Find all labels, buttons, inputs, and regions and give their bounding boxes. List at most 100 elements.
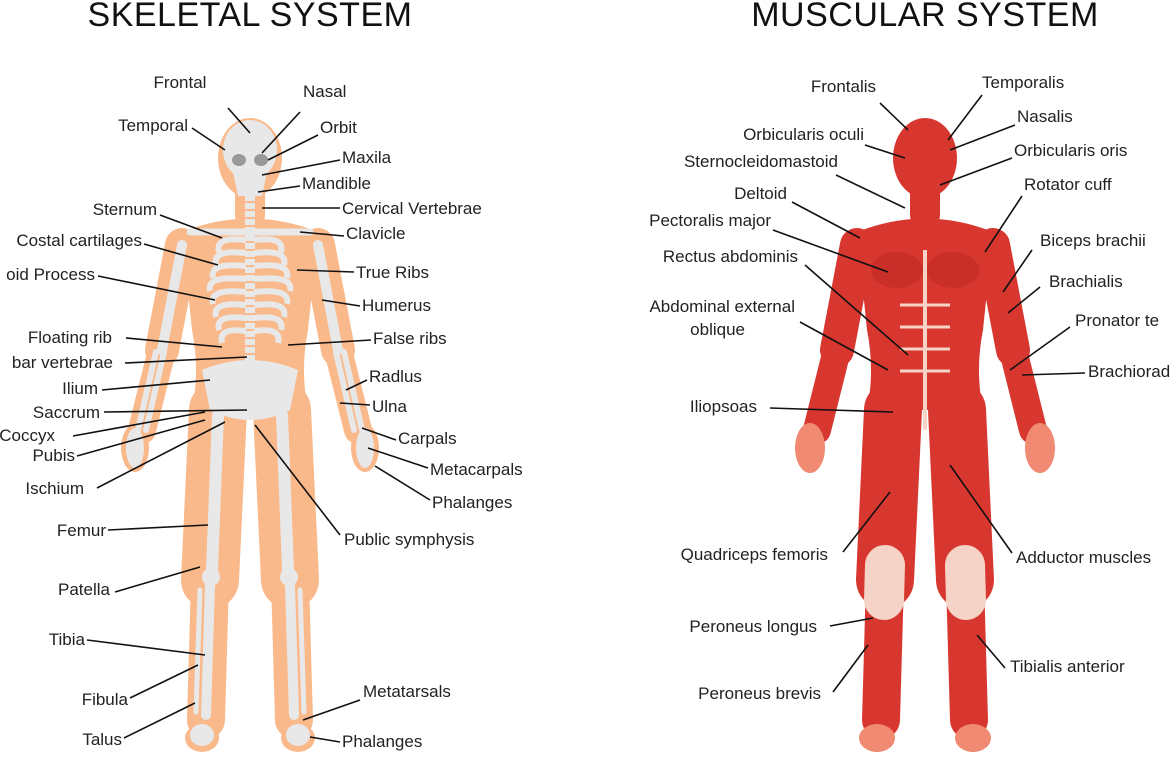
jaw [233, 172, 267, 196]
hand [1025, 423, 1055, 473]
muscle-body-forearm [999, 336, 1047, 444]
skeletal-leader-line [96, 421, 226, 489]
skeletal-label: Carpals [398, 429, 457, 448]
skeletal-label: Humerus [362, 296, 431, 315]
muscular-label: Tibialis anterior [1010, 657, 1125, 676]
skeletal-label: Frontal [154, 73, 207, 92]
skeletal-leader-line [129, 664, 199, 699]
muscular-leader-line [769, 407, 894, 413]
skeletal-label: Phalanges [342, 732, 422, 751]
muscular-label: Brachiorad [1088, 362, 1170, 381]
rib [209, 288, 291, 305]
skeletal-leader-line [267, 134, 319, 161]
skeletal-leader-line [103, 409, 248, 413]
muscular-label: Sternocleidomastoid [684, 152, 838, 171]
muscle-body-forearm [803, 336, 851, 444]
tibia [285, 580, 299, 720]
muscular-label: Pectoralis major [649, 211, 771, 230]
skeletal-label: oid Process [6, 265, 95, 284]
skeletal-label: Tibia [49, 630, 86, 649]
foot [859, 724, 895, 752]
muscular-leader-line [864, 144, 906, 159]
skeletal-leader-line [361, 427, 397, 441]
skeletal-label: Ilium [62, 379, 98, 398]
skeletal-leader-line [227, 107, 251, 134]
muscular-leader-line [791, 201, 861, 239]
muscular-leader-line [947, 94, 983, 141]
skeletal-leader-line [261, 159, 341, 176]
skeletal-label: Mandible [302, 174, 371, 193]
muscular-label: Biceps brachii [1040, 231, 1146, 250]
muscular-leader-line [772, 229, 889, 273]
muscular-label: Peroneus longus [689, 617, 817, 636]
muscular-leader-line [939, 157, 1013, 186]
skeletal-leader-line [257, 185, 301, 193]
skeletal-label: bar vertebrae [12, 353, 113, 372]
skeletal-label: Patella [58, 580, 111, 599]
muscular-label: Rotator cuff [1024, 175, 1112, 194]
skeletal-label: Fibula [82, 690, 129, 709]
skeletal-label: Ischium [25, 479, 84, 498]
skeletal-leader-line [76, 419, 206, 457]
humerus [157, 240, 187, 355]
rib [209, 262, 291, 279]
skeletal-label: Radlus [369, 367, 422, 386]
muscular-label: Abdominal external [649, 297, 795, 316]
skeletal-leader-line [101, 379, 211, 391]
skull [223, 120, 277, 180]
muscular-leader-line [1021, 372, 1086, 376]
skeleton-figure [121, 118, 379, 752]
muscular-leader-line [1009, 326, 1071, 371]
skeletal-label: Saccrum [33, 403, 100, 422]
skeletal-label: Pubis [32, 446, 75, 465]
muscular-leader-line [976, 634, 1006, 669]
skeletal-label: Sternum [93, 200, 157, 219]
muscular-leader-line [842, 491, 891, 553]
skeletal-leader-line [86, 639, 206, 656]
skeletal-label: Orbit [320, 118, 357, 137]
muscular-leader-line [799, 321, 889, 371]
muscular-leader-line [804, 264, 909, 356]
muscular-leader-line [1007, 286, 1041, 314]
pectoral [871, 252, 923, 288]
tibia [201, 580, 215, 720]
skeletal-label: Costal cartilages [16, 231, 142, 250]
muscular-leader-line [984, 195, 1023, 253]
skeletal-leader-line [97, 275, 216, 301]
skeletal-label: Nasal [303, 82, 346, 101]
skeletal-label: Clavicle [346, 224, 406, 243]
rib [212, 249, 288, 266]
knee [864, 545, 905, 620]
hand-bones [356, 428, 374, 468]
skeletal-label: Floating rib [28, 328, 112, 347]
skeletal-leader-line [287, 339, 372, 346]
fibula [297, 587, 307, 715]
skeletal-leader-line [191, 127, 226, 151]
rib [212, 301, 288, 318]
muscular-leader-line [829, 617, 874, 627]
rib [206, 275, 294, 292]
ulna [341, 349, 365, 433]
radius [333, 349, 357, 433]
skeletal-label: False ribs [373, 329, 447, 348]
skeletal-label: Metacarpals [430, 460, 523, 479]
skeletal-leader-line [125, 337, 223, 348]
muscular-leader-line [949, 124, 1016, 151]
muscular-label: Frontalis [811, 77, 876, 96]
patella [202, 568, 220, 586]
muscular-label: Brachialis [1049, 272, 1123, 291]
muscular-label: oblique [690, 320, 745, 339]
skeletal-label: Ulna [372, 397, 408, 416]
skeletal-leader-line [345, 379, 368, 391]
skeletal-leader-line [299, 231, 345, 237]
pectoral [927, 252, 979, 288]
muscular-title: MUSCULAR SYSTEM [751, 0, 1099, 34]
humerus [313, 240, 343, 355]
muscular-leader-line [1002, 249, 1033, 293]
skeletal-label: Public symphysis [344, 530, 474, 549]
muscular-label: Adductor muscles [1016, 548, 1151, 567]
muscular-label: Temporalis [982, 73, 1064, 92]
skeletal-label: Coccyx [0, 426, 55, 445]
